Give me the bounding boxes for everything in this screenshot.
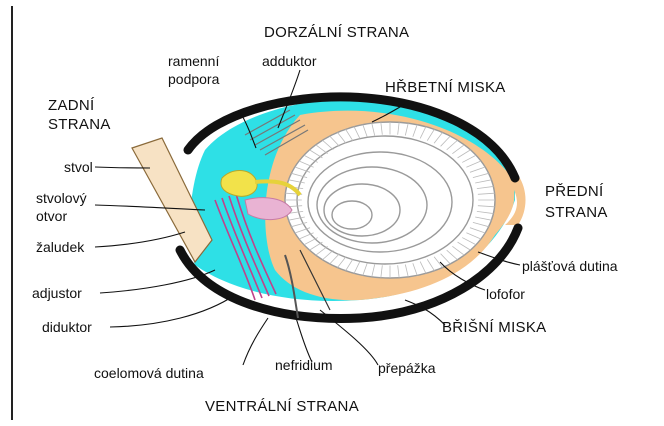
label-dorsal-valve: HŘBETNÍ MISKA xyxy=(385,79,506,96)
label-ventral-side: VENTRÁLNÍ STRANA xyxy=(205,398,359,415)
label-mantle-cavity: plášťová dutina xyxy=(522,258,618,275)
label-stomach: žaludek xyxy=(36,239,84,256)
label-posterior-line2: STRANA xyxy=(48,116,111,133)
label-coelom: coelomová dutina xyxy=(94,365,204,382)
label-diductor: diduktor xyxy=(42,319,92,336)
label-dorsal-side: DORZÁLNÍ STRANA xyxy=(264,24,409,41)
label-pedicle: stvol xyxy=(64,159,93,176)
label-brachial-support-line1: ramenní xyxy=(168,53,219,70)
label-anterior-line2: STRANA xyxy=(545,204,608,221)
label-lophophore: lofofor xyxy=(486,286,525,303)
label-pedicle-opening-line1: stvolový xyxy=(36,190,87,207)
label-pedicle-opening-line2: otvor xyxy=(36,208,67,225)
label-septum: přepážka xyxy=(378,360,436,377)
label-nephridium: nefridium xyxy=(275,357,333,374)
label-ventral-valve: BŘIŠNÍ MISKA xyxy=(442,319,546,336)
label-posterior-line1: ZADNÍ xyxy=(48,97,95,114)
label-adductor: adduktor xyxy=(262,53,316,70)
label-adjustor: adjustor xyxy=(32,285,82,302)
stomach-organ xyxy=(221,171,257,197)
label-anterior-line1: PŘEDNÍ xyxy=(545,183,603,200)
label-brachial-support-line2: podpora xyxy=(168,71,219,88)
